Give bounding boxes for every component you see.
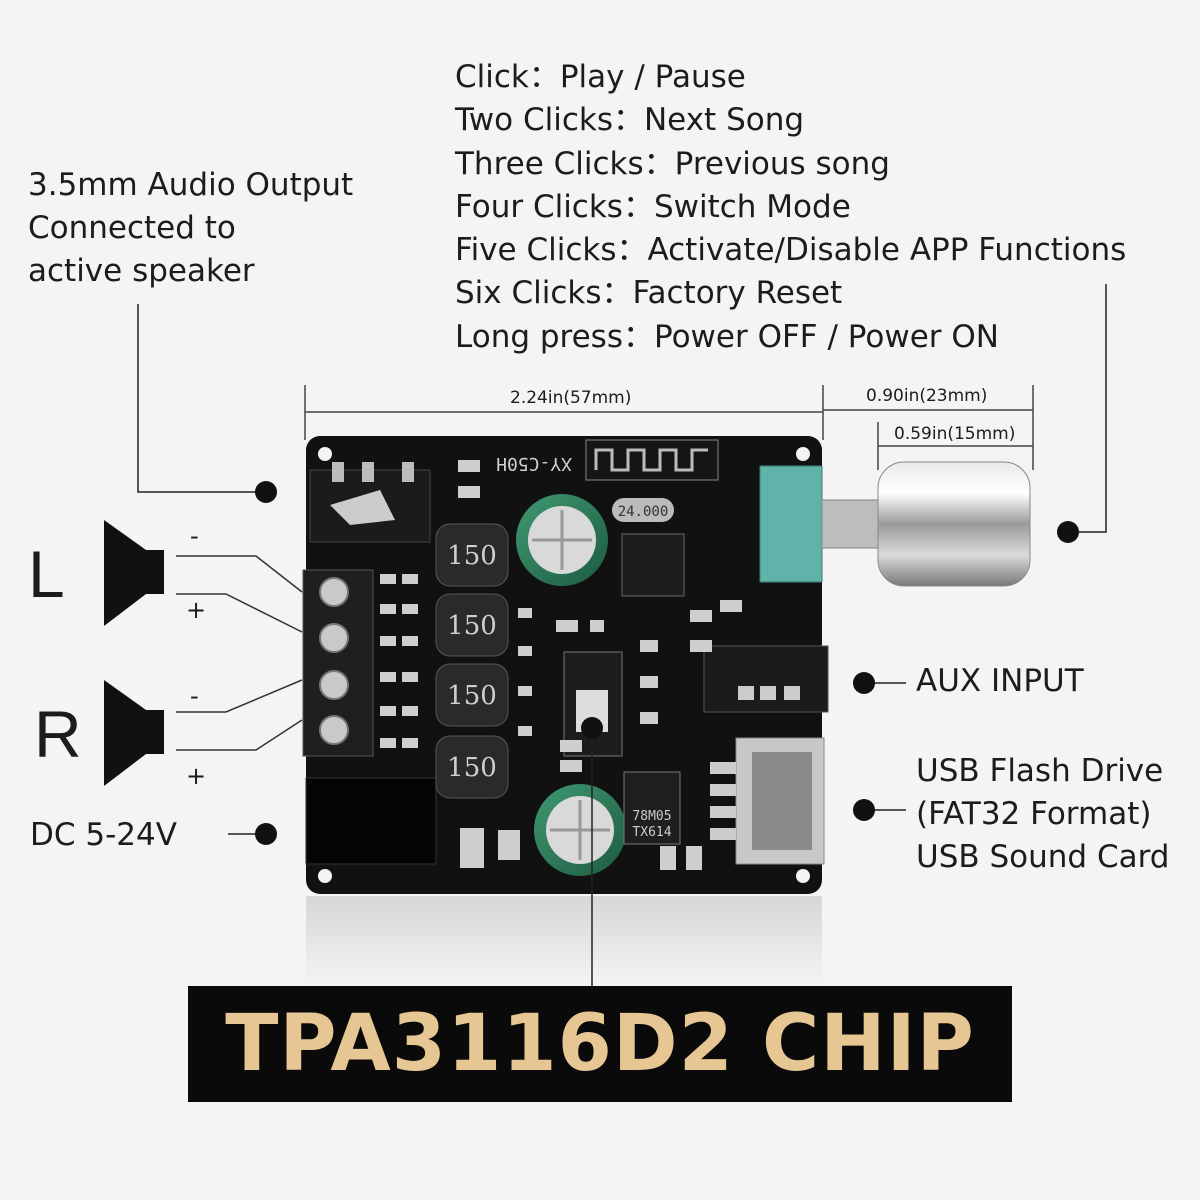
left-speaker-icon — [104, 520, 164, 626]
usb-port — [710, 737, 825, 865]
crystal-marking: 24.000 — [618, 504, 669, 520]
audio-output-label-line2: Connected to — [28, 210, 236, 246]
electrolytic-capacitors — [516, 494, 626, 876]
dc-power-label: DC 5-24V — [30, 817, 177, 853]
button-instructions: Click：Play / Pause Two Clicks：Next Song … — [455, 56, 1126, 359]
usb-label-line3: USB Sound Card — [916, 839, 1170, 875]
left-plus-label: + — [186, 596, 207, 624]
inductor-marking-4: 150 — [447, 753, 497, 783]
chip-title-bar — [188, 986, 1012, 1102]
audio-output-label-line3: active speaker — [28, 253, 255, 289]
knob-cap-dimension: 0.59in(15mm) — [894, 424, 1016, 444]
crystal-oscillator — [612, 498, 674, 522]
knob-total-dimension: 0.90in(23mm) — [866, 386, 988, 406]
instruction-six-clicks: Six Clicks：Factory Reset — [455, 275, 843, 312]
inductor-marking-1: 150 — [447, 541, 497, 571]
instruction-click: Click：Play / Pause — [455, 59, 746, 95]
right-channel-label: R — [34, 697, 82, 771]
usb-label-line1: USB Flash Drive — [916, 753, 1164, 789]
instruction-five-clicks: Five Clicks：Activate/Disable APP Functio… — [455, 232, 1127, 269]
right-plus-label: + — [186, 762, 207, 790]
regulator-marking-1: 78M05 — [632, 809, 671, 824]
aux-input-jack — [703, 645, 829, 713]
instruction-four-clicks: Four Clicks：Switch Mode — [455, 188, 851, 225]
dc-jack — [305, 777, 437, 865]
mounting-holes — [318, 447, 810, 883]
chip-title: TPA3116D2 CHIP — [225, 999, 975, 1089]
tpa3116d2-chip — [563, 651, 623, 757]
inductors — [435, 523, 509, 799]
volume-knob-assembly — [759, 461, 1031, 587]
instruction-long-press: Long press：Power OFF / Power ON — [455, 318, 999, 355]
instruction-three-clicks: Three Clicks：Previous song — [455, 145, 890, 182]
bluetooth-antenna — [585, 439, 719, 481]
regulator-marking-2: TX614 — [632, 825, 671, 840]
bluetooth-chip — [621, 533, 685, 597]
voltage-regulator — [623, 771, 681, 845]
leader-dots — [255, 481, 1079, 845]
smd-components — [380, 460, 742, 870]
speaker-terminal-block — [302, 569, 374, 757]
left-channel-label: L — [28, 537, 65, 611]
inductor-marking-3: 150 — [447, 681, 497, 711]
usb-label-line2: (FAT32 Format) — [916, 796, 1152, 832]
right-speaker-icon — [104, 680, 164, 786]
dimension-lines — [304, 385, 1034, 470]
board-reflection — [306, 896, 822, 986]
speaker-wires — [176, 555, 303, 751]
audio-output-label-line1: 3.5mm Audio Output — [28, 167, 354, 203]
inductor-marking-2: 150 — [447, 611, 497, 641]
board-width-dimension: 2.24in(57mm) — [510, 388, 632, 408]
instruction-two-clicks: Two Clicks：Next Song — [455, 102, 805, 139]
left-minus-label: - — [190, 522, 199, 550]
board-model-marking: XY-C50H — [496, 453, 572, 474]
audio-output-jack — [309, 462, 431, 543]
aux-input-label: AUX INPUT — [916, 663, 1084, 699]
right-minus-label: - — [190, 682, 199, 710]
